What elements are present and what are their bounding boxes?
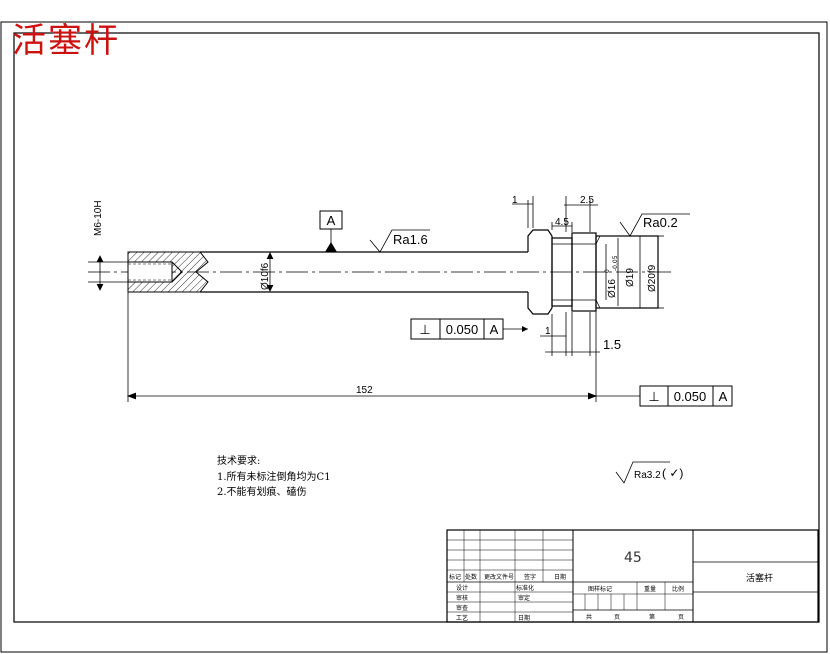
svg-text:审查: 审查 xyxy=(456,604,468,612)
tolerance-frame-2: ⊥ 0.050 A xyxy=(596,385,733,407)
title-block xyxy=(446,529,819,623)
svg-text:日期: 日期 xyxy=(554,573,566,581)
dim-d2: Ø19 xyxy=(625,268,636,287)
material: 45 xyxy=(624,550,642,566)
tolerance-frame-1: ⊥ 0.050 A xyxy=(410,318,528,340)
outer-border xyxy=(0,21,828,653)
info-headers: 图样标记 重量 比例 xyxy=(588,585,684,593)
part-name: 活塞杆 xyxy=(746,572,773,584)
roughness-shaft: Ra1.6 xyxy=(369,229,430,253)
svg-text:A: A xyxy=(719,389,728,404)
dim-w3: 2.5 xyxy=(580,195,594,206)
piston-rod-view xyxy=(88,229,672,315)
svg-text:1.所有未标注倒角均为C1: 1.所有未标注倒角均为C1 xyxy=(217,470,331,483)
svg-text:Ra1.6: Ra1.6 xyxy=(393,232,428,247)
thread-hole xyxy=(127,261,173,283)
dim-w2: 4.5 xyxy=(555,217,569,228)
svg-text:2.不能有划痕、磕伤: 2.不能有划痕、磕伤 xyxy=(217,485,307,498)
svg-text:( ✓): ( ✓) xyxy=(662,466,683,480)
svg-text:签字: 签字 xyxy=(524,573,536,581)
dim-w1: 1 xyxy=(512,195,518,206)
roughness-end: Ra0.2 xyxy=(619,213,690,237)
svg-text:技术要求:: 技术要求: xyxy=(217,454,260,467)
svg-text:处数: 处数 xyxy=(465,573,477,581)
inner-border xyxy=(13,32,820,623)
sheet-labels: 共 页 第 页 xyxy=(586,613,684,621)
datum-a-marker: A xyxy=(319,210,343,252)
end-cylinder xyxy=(595,235,659,309)
dim-d-groove: Ø16 xyxy=(607,279,618,298)
svg-text:审核: 审核 xyxy=(456,594,468,602)
svg-text:重量: 重量 xyxy=(644,585,656,593)
dim-d1: Ø10f6 xyxy=(260,262,271,290)
svg-text:页: 页 xyxy=(678,614,684,621)
mid-labels: 标准化 审定 日期 xyxy=(516,584,534,622)
svg-text:审定: 审定 xyxy=(518,594,530,602)
dim-w5: 1.5 xyxy=(603,337,621,352)
dim-d-groove-sup: 0 xyxy=(604,269,611,273)
svg-text:更改文件号: 更改文件号 xyxy=(484,573,514,581)
dim-d-groove-sub: -0.05 xyxy=(612,255,619,271)
svg-text:0.050: 0.050 xyxy=(446,322,479,337)
dim-length: 152 xyxy=(356,385,373,396)
role-rows: 设计 审核 审查 工艺 xyxy=(456,584,468,622)
dim-thread: M6-10H xyxy=(93,200,104,236)
dim-d3: Ø20f9 xyxy=(647,264,658,292)
svg-text:工艺: 工艺 xyxy=(456,614,468,622)
svg-text:标准化: 标准化 xyxy=(516,584,534,592)
svg-text:Ra3.2: Ra3.2 xyxy=(634,470,661,481)
svg-text:A: A xyxy=(327,213,336,228)
svg-text:比例: 比例 xyxy=(672,585,684,593)
svg-text:0.050: 0.050 xyxy=(674,389,707,404)
drawing-title: 活塞杆 xyxy=(12,21,120,61)
svg-text:⊥: ⊥ xyxy=(419,322,430,337)
dim-w4: 1 xyxy=(545,326,551,337)
svg-text:Ra0.2: Ra0.2 xyxy=(643,215,678,230)
svg-text:标记: 标记 xyxy=(449,573,461,581)
dimension-lines xyxy=(88,196,664,402)
svg-text:A: A xyxy=(490,322,499,337)
svg-text:图样标记: 图样标记 xyxy=(588,585,612,593)
svg-text:⊥: ⊥ xyxy=(648,389,659,404)
roughness-general: Ra3.2 ( ✓) xyxy=(615,461,683,484)
svg-text:日期: 日期 xyxy=(518,614,530,622)
svg-text:页: 页 xyxy=(614,614,620,621)
svg-text:共: 共 xyxy=(586,613,592,621)
technical-notes: 技术要求: 1.所有未标注倒角均为C1 2.不能有划痕、磕伤 xyxy=(217,454,331,498)
revision-headers: 标记 处数 更改文件号 签字 日期 xyxy=(449,573,566,581)
svg-text:第: 第 xyxy=(649,613,655,621)
svg-text:设计: 设计 xyxy=(456,584,468,592)
